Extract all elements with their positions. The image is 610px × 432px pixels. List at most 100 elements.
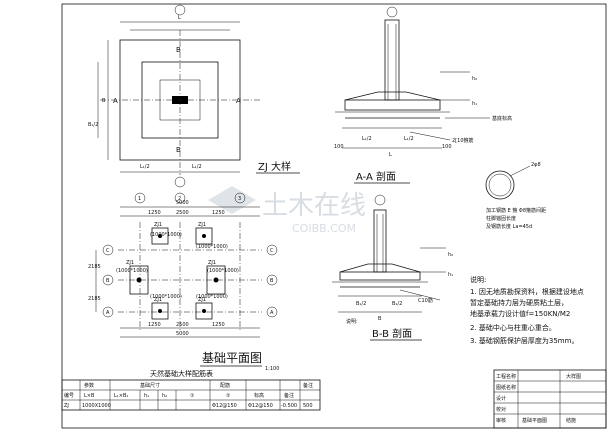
axis-a-left bbox=[102, 306, 114, 318]
axis-bubble-top bbox=[174, 4, 186, 16]
zj-tag: ZJ1 bbox=[154, 222, 162, 228]
watermark-text: 土木在线 bbox=[262, 191, 366, 221]
axis-1-top-label: 1 bbox=[138, 196, 141, 202]
note-item: 3. 基础钢筋保护层厚度为35mm。 bbox=[470, 336, 578, 345]
axis-c-left bbox=[102, 244, 114, 256]
zj-size: (1000*1000) bbox=[150, 232, 182, 238]
table-cell: Φ12@150 bbox=[212, 403, 237, 409]
table-header: L×B bbox=[84, 393, 95, 399]
table-cell: 500 bbox=[303, 403, 313, 409]
titleblock-label: 设计 bbox=[496, 395, 506, 402]
table-group-header: 参数 bbox=[84, 382, 94, 389]
zj-size: (1000*1000) bbox=[116, 268, 148, 274]
footing-base-aa bbox=[344, 99, 441, 111]
footing-base-bb bbox=[339, 271, 421, 281]
dim-bottom-1250-left: 1250 bbox=[148, 322, 161, 328]
footing-zj1 bbox=[151, 302, 169, 320]
dim-l1-half-right: L₁/2 bbox=[192, 164, 202, 170]
zj-size: (1000*1000) bbox=[150, 294, 182, 300]
zj-tag: ZJ1 bbox=[198, 222, 206, 228]
axis-a-left-label: A bbox=[106, 310, 110, 316]
dim-top-5000: 5000 bbox=[176, 200, 189, 206]
dim-top-1250-left: 1250 bbox=[148, 210, 161, 216]
ring-note-4: 及钢筋长度 La=45d bbox=[486, 223, 532, 230]
dim-top-2500: 2500 bbox=[176, 210, 189, 216]
ring-note-3: 柱脚锚固长度 bbox=[486, 215, 516, 222]
axis-3-top-label: 3 bbox=[238, 196, 241, 202]
titleblock-drawing-name: 基础平面图 bbox=[522, 417, 547, 424]
dim-aa-100-left: 100 bbox=[334, 144, 344, 150]
axis-c-right-label: C bbox=[270, 248, 274, 254]
dim-aa-h1: h₁ bbox=[472, 101, 477, 107]
table-cell: -0.500 bbox=[281, 403, 297, 409]
dim-bb-b1-right: B₁/2 bbox=[392, 301, 402, 307]
titleblock-label: 校对 bbox=[496, 406, 506, 413]
dim-b1-half: B₁/2 bbox=[88, 122, 98, 128]
axis-b-left-label: B bbox=[106, 278, 110, 284]
dim-l1-half-left: L₁/2 bbox=[140, 164, 150, 170]
note-item: 2. 基础中心与柱重心重合。 bbox=[470, 323, 556, 332]
axis-1-top bbox=[134, 192, 146, 204]
dim-L: L bbox=[178, 15, 181, 21]
note-item: 暂定基础持力层为硬质粘土层， bbox=[470, 298, 568, 307]
table-cell: Φ12@150 bbox=[248, 403, 273, 409]
axis-2-top bbox=[174, 192, 186, 204]
axis-a-right bbox=[266, 306, 278, 318]
footing-zj1 bbox=[195, 227, 213, 245]
dim-bb-h1: h₁ bbox=[448, 272, 453, 278]
dim-left-2185-b: 2185 bbox=[88, 296, 101, 302]
section-bb-title: B-B 剖面 bbox=[372, 327, 412, 340]
table-group-header: 备注 bbox=[303, 382, 313, 389]
footing-zj1 bbox=[151, 227, 169, 245]
note-rebar-cover: 2[10箍筋 bbox=[452, 137, 474, 144]
foundation-plan: 5000 1250 2500 1250 1 2 3 C B A C B A bbox=[88, 192, 278, 338]
notes-heading: 说明: bbox=[470, 275, 486, 284]
table-group-header: 基础尺寸 bbox=[140, 382, 160, 389]
table-header: 备注 bbox=[284, 392, 294, 399]
dim-left-2185-a: 2185 bbox=[88, 264, 101, 270]
table-cell: ZJ bbox=[64, 403, 69, 409]
titleblock-value: 结施 bbox=[566, 417, 576, 424]
dim-bottom-1250-right: 1250 bbox=[212, 322, 225, 328]
column-rebar-bb bbox=[373, 209, 387, 273]
zj-size: (1000*1000) bbox=[196, 244, 228, 250]
axis-b-left bbox=[102, 274, 114, 286]
dim-bb-B: B bbox=[378, 316, 382, 322]
axis-bubble-bottom bbox=[174, 176, 186, 188]
axis-3-top bbox=[234, 192, 246, 204]
dim-aa-l1-right: L₁/2 bbox=[404, 136, 414, 142]
note-item: 1. 因无地质勘探资料，根据建设地点 bbox=[470, 287, 584, 296]
axis-bubble-bb bbox=[374, 194, 386, 206]
titleblock-label: 审核 bbox=[496, 417, 506, 424]
zj-tag: ZJ1 bbox=[208, 260, 216, 266]
rebar-schedule-table: 天然基础大样配筋表 参数 基础尺寸 配筋 备注 编号 L×B L₁×B₁ h₁ … bbox=[61, 369, 321, 411]
table-header: ① bbox=[190, 393, 195, 399]
section-aa: L₁/2 L₁/2 L 100 100 h₂ h₁ 基底标高 2[10箍筋 bbox=[334, 6, 512, 158]
zj-tag: ZJ1 bbox=[198, 297, 206, 303]
dim-bb-h2: h₂ bbox=[448, 252, 453, 258]
zj-tag: ZJ1 bbox=[154, 297, 162, 303]
zj-detail-plan: L A A B B B B₁/2 L₁/2 L₁/2 bbox=[88, 4, 260, 188]
foundation-plan-scale: 1:100 bbox=[265, 366, 279, 372]
table-title: 天然基础大样配筋表 bbox=[150, 369, 213, 378]
zj-tag: ZJ1 bbox=[126, 260, 134, 266]
section-bb: B₁/2 B₁/2 B h₂ h₁ C10筋 说明: bbox=[332, 194, 453, 325]
titleblock-value: 大样图 bbox=[566, 373, 581, 380]
ring-note-2: 加工钢筋 E 箍 Φ8箍筋间距 bbox=[486, 207, 546, 214]
dim-top-1250-right: 1250 bbox=[212, 210, 225, 216]
foundation-plan-title: 基础平面图 bbox=[202, 351, 262, 365]
table-group-header: 配筋 bbox=[220, 382, 230, 389]
axis-c-left-label: C bbox=[106, 248, 110, 254]
note-base-pad: 基底标高 bbox=[492, 115, 512, 122]
section-aa-title: A-A 剖面 bbox=[356, 170, 396, 183]
table-header: 编号 bbox=[64, 392, 74, 399]
rebar-ring bbox=[485, 170, 515, 200]
title-block: 工程名称 大样图 图纸名称 设计 校对 审核 基础平面图 结施 bbox=[493, 369, 607, 429]
axis-bubble-aa bbox=[386, 6, 398, 18]
dim-bb-b1-left: B₁/2 bbox=[356, 301, 366, 307]
axis-2-top-label: 2 bbox=[178, 196, 181, 202]
footing-zj1 bbox=[129, 265, 149, 295]
watermark: 土木在线 COIBB.COM bbox=[208, 186, 366, 235]
rebar-ring-detail: 2φ8 加工钢筋 E 箍 Φ8箍筋间距 柱脚锚固长度 及钢筋长度 La=45d bbox=[485, 162, 546, 230]
